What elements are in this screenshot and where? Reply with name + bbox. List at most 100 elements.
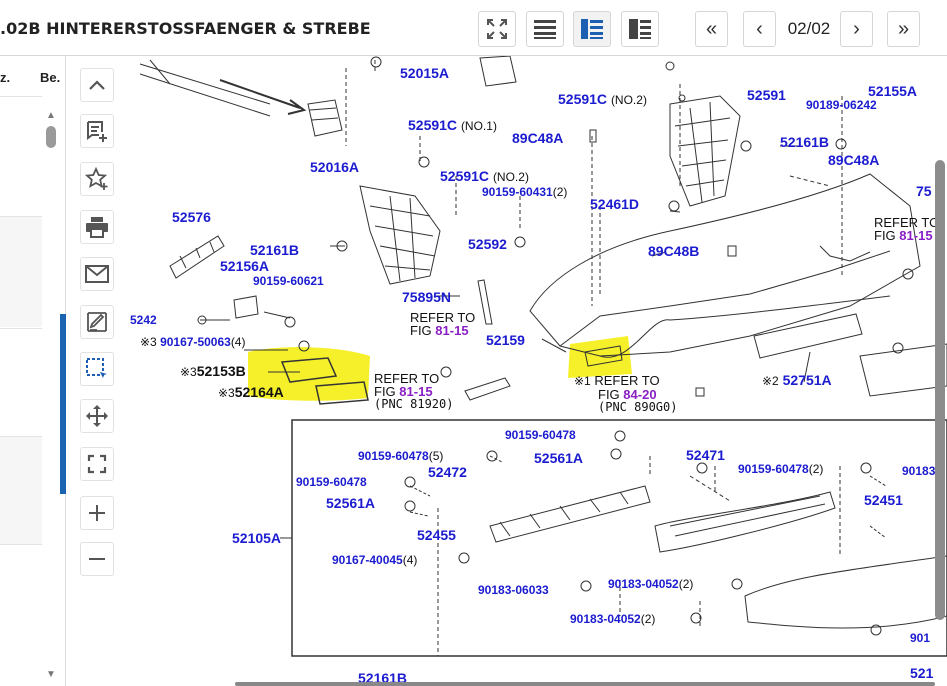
column-header-pos[interactable]: z. xyxy=(0,70,11,85)
first-page-button[interactable]: « xyxy=(695,11,728,47)
zoom-in-button[interactable] xyxy=(80,496,114,530)
add-note-button[interactable] xyxy=(80,114,114,148)
part-label-52164A[interactable]: ※352164A xyxy=(218,384,284,400)
edit-button[interactable] xyxy=(80,305,114,339)
part-label-90159-60478[interactable]: 90159-60478 xyxy=(296,475,367,489)
favorite-button[interactable] xyxy=(80,162,114,196)
part-label-901[interactable]: 901 xyxy=(910,631,931,645)
part-label-90183-04052[interactable]: 90183-04052(2) xyxy=(570,612,656,626)
part-label-52472[interactable]: 52472 xyxy=(428,464,467,480)
part-label-90189-06242[interactable]: 90189-06242 xyxy=(806,98,877,112)
list-divider xyxy=(0,436,42,437)
part-label-52561A[interactable]: 52561A xyxy=(326,495,376,511)
part-label-52751A[interactable]: ※2 52751A xyxy=(762,372,832,388)
part-label-89C48B[interactable]: 89C48B xyxy=(648,243,700,259)
part-label-90159-60431[interactable]: 90159-60431(2) xyxy=(482,185,568,199)
scroll-thumb[interactable] xyxy=(46,126,56,148)
part-label-52471[interactable]: 52471 xyxy=(686,447,725,463)
split-view-button[interactable] xyxy=(573,11,611,47)
list-divider xyxy=(0,96,42,97)
select-area-button[interactable] xyxy=(80,352,114,386)
part-label-52451[interactable]: 52451 xyxy=(864,492,903,508)
next-page-icon: › xyxy=(853,17,860,40)
part-label-52591C[interactable]: 52591C (NO.2) xyxy=(440,168,529,184)
list-view-icon xyxy=(534,20,556,39)
list-view-button[interactable] xyxy=(526,11,564,47)
part-label-90159-60478[interactable]: 90159-60478(5) xyxy=(358,449,444,463)
part-label-75[interactable]: 75 xyxy=(916,183,932,199)
list-item[interactable] xyxy=(0,217,42,327)
detail-view-button[interactable] xyxy=(621,11,659,47)
detail-view-icon xyxy=(629,19,651,39)
splitter-handle[interactable] xyxy=(60,314,66,494)
mail-icon xyxy=(85,265,109,283)
prev-page-button[interactable]: ‹ xyxy=(743,11,776,47)
part-label-52455[interactable]: 52455 xyxy=(417,527,456,543)
part-label-90183-04052[interactable]: 90183-04052(2) xyxy=(608,577,694,591)
select-area-icon xyxy=(86,358,107,378)
part-label-52591C[interactable]: 52591C (NO.1) xyxy=(408,117,497,133)
part-label-52591C[interactable]: 52591C (NO.2) xyxy=(558,91,647,107)
part-label-52461D[interactable]: 52461D xyxy=(590,196,640,212)
list-divider xyxy=(0,328,42,329)
diagram-vertical-scrollbar[interactable] xyxy=(935,160,945,620)
reference-81-15[interactable]: REFER TO FIG 81-15 (PNC 81920) xyxy=(374,371,454,411)
scroll-up-icon[interactable]: ▲ xyxy=(46,110,56,121)
list-item[interactable] xyxy=(0,437,42,544)
collapse-button[interactable] xyxy=(80,68,114,102)
part-label-52161B[interactable]: 52161B xyxy=(780,134,830,150)
part-label-52156A[interactable]: 52156A xyxy=(220,258,270,274)
part-label-90167-40045[interactable]: 90167-40045(4) xyxy=(332,553,418,567)
part-label-52592[interactable]: 52592 xyxy=(468,236,507,252)
first-page-icon: « xyxy=(705,17,718,40)
part-label-52561A[interactable]: 52561A xyxy=(534,450,584,466)
part-label-52591[interactable]: 52591 xyxy=(747,87,786,103)
part-label-90167-50063[interactable]: ※3 90167-50063(4) xyxy=(140,335,246,349)
zoom-out-button[interactable] xyxy=(80,542,114,576)
part-label-52155A[interactable]: 52155A xyxy=(868,83,918,99)
scroll-down-icon[interactable]: ▼ xyxy=(46,669,56,680)
page-title: .02B HINTERERSTOSSFAENGER & STREBE xyxy=(0,19,371,38)
chevron-up-icon xyxy=(89,80,105,90)
part-label-89C48A[interactable]: 89C48A xyxy=(828,152,880,168)
part-label-52159[interactable]: 52159 xyxy=(486,332,525,348)
reference-84-20[interactable]: ※1 REFER TO FIG 84-20 (PNC 890G0) xyxy=(574,373,678,414)
part-label-52161B[interactable]: 52161B xyxy=(250,242,300,258)
list-scrollbar[interactable]: ▲ ▼ xyxy=(42,110,60,680)
part-label-52016A[interactable]: 52016A xyxy=(310,159,360,175)
part-label-521[interactable]: 521 xyxy=(910,665,934,681)
page-indicator: 02/02 xyxy=(787,19,831,38)
fit-screen-button[interactable] xyxy=(478,11,516,47)
part-label-90159-60478[interactable]: 90159-60478(2) xyxy=(738,462,824,476)
move-icon xyxy=(86,405,108,427)
fullscreen-icon xyxy=(87,454,107,474)
move-button[interactable] xyxy=(80,399,114,433)
reference-81-15[interactable]: REFER TO FIG 81-15 xyxy=(874,215,940,243)
part-label-75895N[interactable]: 75895N xyxy=(402,289,452,305)
part-label-52105A[interactable]: 52105A xyxy=(232,530,282,546)
part-label-5242[interactable]: 5242 xyxy=(130,313,157,327)
part-label-90159-60621[interactable]: 90159-60621 xyxy=(253,274,324,288)
part-label-52015A[interactable]: 52015A xyxy=(400,65,450,81)
part-label-90183[interactable]: 90183 xyxy=(902,464,936,478)
part-label-89C48A[interactable]: 89C48A xyxy=(512,130,564,146)
add-note-icon xyxy=(87,121,107,142)
diagram-horizontal-scrollbar[interactable] xyxy=(235,682,935,686)
print-icon xyxy=(86,217,108,238)
parts-diagram[interactable]: 52015A 52016A 52591C (NO.1) 52591C (NO.2… xyxy=(130,56,947,686)
part-label-52153B[interactable]: ※352153B xyxy=(180,363,246,379)
header-bar: .02B HINTERERSTOSSFAENGER & STREBE « ‹ 0… xyxy=(0,0,947,56)
next-page-button[interactable]: › xyxy=(840,11,873,47)
column-header-desc[interactable]: Be. xyxy=(40,70,61,85)
reference-81-15[interactable]: REFER TO FIG 81-15 xyxy=(410,310,476,338)
mail-button[interactable] xyxy=(80,257,114,291)
part-label-90159-60478[interactable]: 90159-60478 xyxy=(505,428,576,442)
part-label-90183-06033[interactable]: 90183-06033 xyxy=(478,583,549,597)
side-toolbar xyxy=(68,56,130,686)
last-page-icon: » xyxy=(897,17,910,40)
fullscreen-button[interactable] xyxy=(80,447,114,481)
print-button[interactable] xyxy=(80,210,114,244)
part-label-52576[interactable]: 52576 xyxy=(172,209,211,225)
last-page-button[interactable]: » xyxy=(887,11,920,47)
